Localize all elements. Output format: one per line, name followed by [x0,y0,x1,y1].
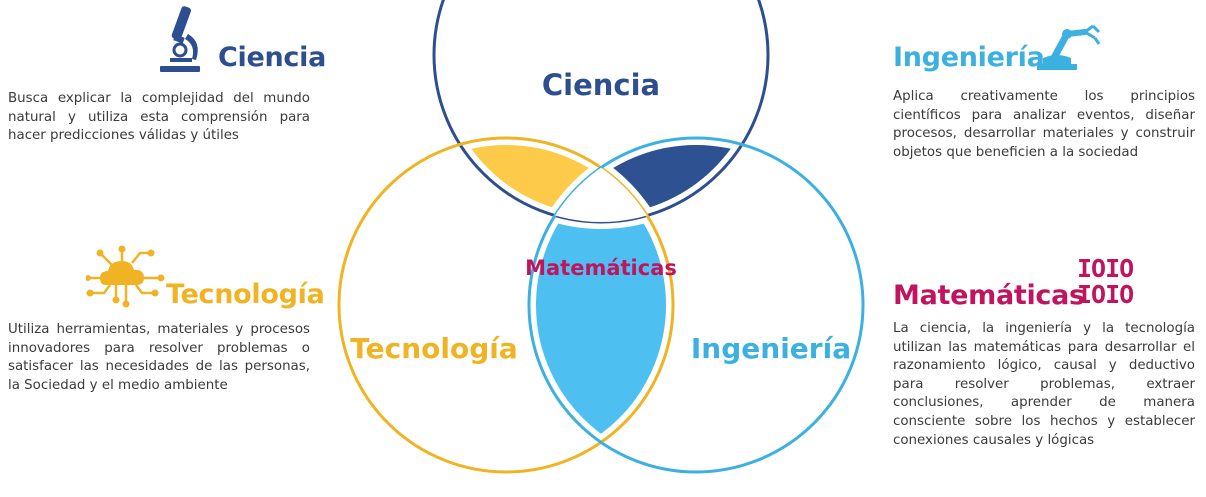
diagram-label-ciencia: Ciencia [542,68,660,102]
matematicas-title: Matemáticas [893,280,1085,311]
ingenieria-title: Ingeniería [893,42,1045,73]
binary-icon-line-1: IOIO [1077,254,1134,283]
tecnologia-text: Utiliza herramientas, materiales y proce… [8,322,310,393]
matematicas-text: La ciencia, la ingeniería y la tecnologí… [893,321,1195,448]
cloud-circuit-icon [86,245,165,308]
diagram-label-tecnologia: Tecnología [350,332,518,365]
tecnologia-title: Tecnología [166,279,325,310]
diagram-label-ingenieria: Ingeniería [691,332,851,365]
binary-icon: IOIO IOIO [1077,254,1134,309]
diagram-label-matematicas: Matemáticas [525,256,677,280]
ciencia-text: Busca explicar la complejidad del mundo … [8,91,310,144]
robotic-arm-icon [1037,24,1101,70]
ciencia-title: Ciencia [218,42,326,73]
binary-icon-line-2: IOIO [1077,280,1134,309]
ingenieria-text: Aplica creativamente los principios cien… [893,89,1195,160]
microscope-icon [160,6,200,72]
